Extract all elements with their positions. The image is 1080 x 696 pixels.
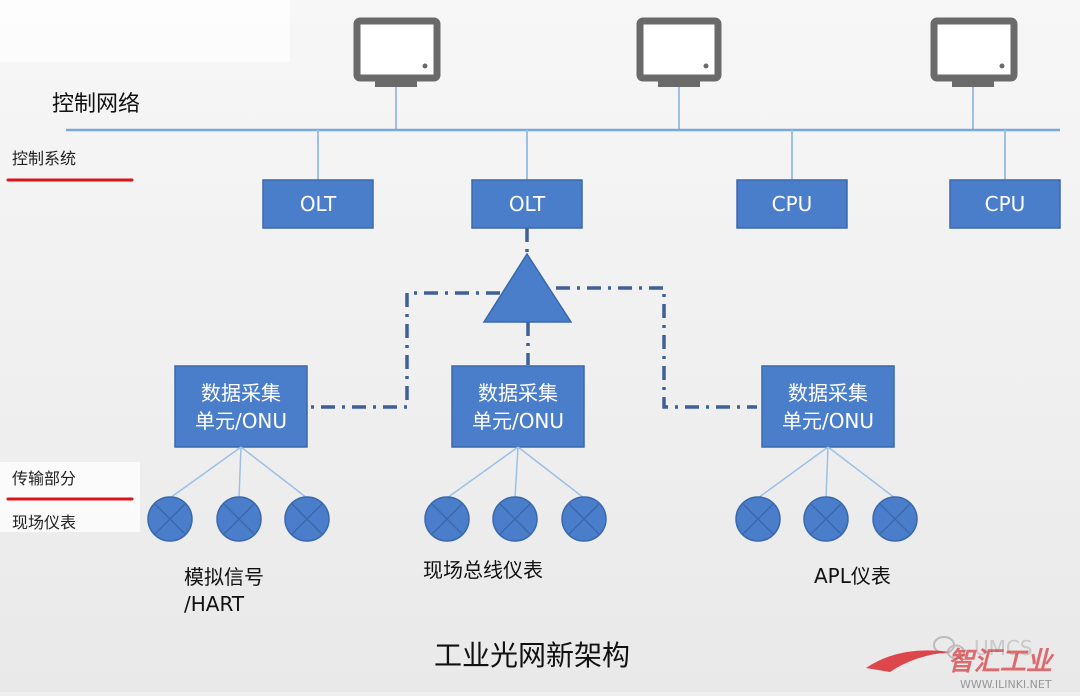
onu-label-line1: 数据采集 xyxy=(478,381,558,405)
instrument-group-label-line2: /HART xyxy=(184,592,245,616)
instrument-group-label: APL仪表 xyxy=(814,564,891,588)
controller-links xyxy=(317,130,1006,180)
controller-label: CPU xyxy=(985,192,1026,216)
watermark: UMCS 智汇工业 WWW.ILINKI.NET xyxy=(866,636,1055,691)
field-instrument-icon xyxy=(803,496,849,542)
diagram-title: 工业光网新架构 xyxy=(434,639,630,672)
control-network-label: 控制网络 xyxy=(52,92,140,117)
onu-label-line2: 单元/ONU xyxy=(472,409,564,433)
transmission-label: 传输部分 xyxy=(12,469,76,488)
onu-unit-3: 数据采集 单元/ONU xyxy=(761,365,895,448)
optical-splitter xyxy=(482,252,573,323)
controller-cpu-2: CPU xyxy=(949,179,1061,229)
onu-label-line2: 单元/ONU xyxy=(195,409,287,433)
instrument-links xyxy=(169,446,896,499)
control-system-label: 控制系统 xyxy=(12,149,76,168)
controller-label: CPU xyxy=(772,192,813,216)
watermark-logo-text: 智汇工业 xyxy=(948,647,1055,677)
controller-olt-1: OLT xyxy=(262,179,374,229)
controller-olt-2: OLT xyxy=(471,179,583,229)
field-instruments-label: 现场仪表 xyxy=(12,513,76,532)
optical-fiber-links xyxy=(308,228,757,409)
controller-label: OLT xyxy=(509,192,546,216)
field-instrument-icon xyxy=(872,496,918,542)
field-instrument-icon xyxy=(492,496,538,542)
field-instrument-icon xyxy=(561,496,607,542)
monitor-links xyxy=(395,87,974,130)
field-instrument-icon xyxy=(735,496,781,542)
logo-swoosh xyxy=(866,650,950,672)
onu-unit-2: 数据采集 单元/ONU xyxy=(451,365,585,448)
watermark-brand: UMCS xyxy=(974,636,1033,660)
controller-label: OLT xyxy=(300,192,337,216)
onu-unit-1: 数据采集 单元/ONU xyxy=(174,365,308,448)
onu-label-line1: 数据采集 xyxy=(201,381,281,405)
workstation-monitor-2 xyxy=(636,17,722,87)
workstation-monitor-1 xyxy=(353,17,441,87)
instrument-group-label-line1: 模拟信号 xyxy=(184,565,264,589)
onu-label-line1: 数据采集 xyxy=(788,381,868,405)
watermark-url: WWW.ILINKI.NET xyxy=(960,678,1052,691)
instrument-group-label: 现场总线仪表 xyxy=(423,558,543,582)
field-instrument-icon xyxy=(284,496,330,542)
controller-cpu-1: CPU xyxy=(736,179,848,229)
workstation-monitor-3 xyxy=(930,17,1018,87)
field-instrument-icon xyxy=(147,496,193,542)
field-instrument-icon xyxy=(216,496,262,542)
field-instrument-icon xyxy=(424,496,470,542)
onu-label-line2: 单元/ONU xyxy=(782,409,874,433)
